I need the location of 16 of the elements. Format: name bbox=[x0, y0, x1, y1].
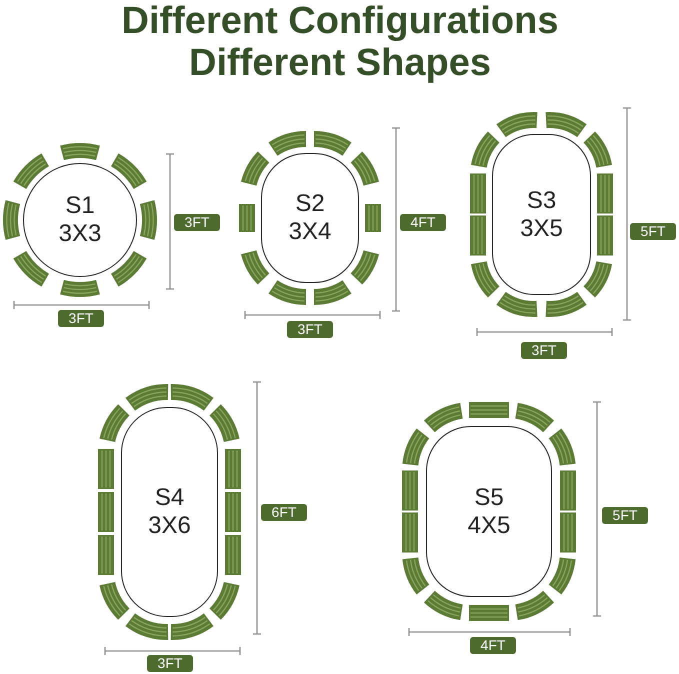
dimension-label: 4FT bbox=[470, 636, 516, 654]
dimension-label: 3FT bbox=[58, 310, 104, 326]
dimension-label: 4FT bbox=[400, 214, 446, 230]
dimension-label: 3FT bbox=[287, 320, 333, 338]
title: Different Configurations Different Shapes bbox=[120, 0, 560, 84]
dimension-label: 5FT bbox=[630, 222, 676, 240]
dimension-label: 3FT bbox=[174, 214, 220, 230]
table-outline bbox=[261, 153, 359, 283]
table-name: S2 bbox=[295, 190, 325, 218]
table-size: 3X4 bbox=[288, 218, 332, 246]
table-name: S1 bbox=[65, 192, 95, 220]
dimension-label: 3FT bbox=[521, 342, 567, 358]
dimension-label: 6FT bbox=[261, 504, 307, 520]
dimension-label: 3FT bbox=[147, 654, 193, 672]
table-size: 3X3 bbox=[58, 220, 102, 248]
dimension-label: 5FT bbox=[602, 506, 648, 524]
